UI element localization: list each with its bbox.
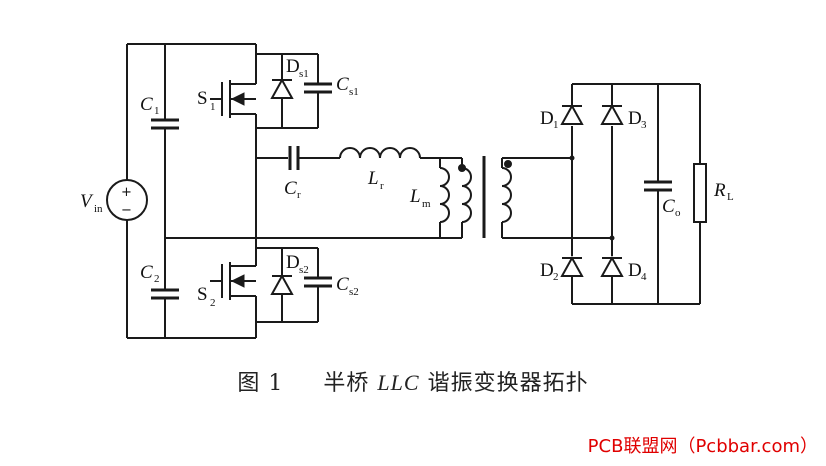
cr-label: C [284, 178, 297, 199]
input-voltage-source: + − V in [80, 44, 148, 338]
resistor-rl: R L [693, 84, 734, 304]
cs1-label: C [336, 74, 349, 95]
d1-label: D [540, 108, 554, 129]
caption-text-llc: LLC [377, 370, 420, 395]
d4-subscript: 4 [641, 271, 647, 283]
d3-subscript: 3 [641, 119, 647, 131]
vin-plus-sign: + [121, 185, 132, 200]
diode-ds1 [270, 54, 294, 128]
c2-subscript: 2 [154, 273, 160, 285]
watermark: PCB联盟网（Pcbbar.com） [587, 436, 818, 457]
snubber-s2: D s2 C s2 [255, 247, 359, 323]
diode-d4: D 4 [600, 255, 647, 283]
capacitor-c1: C 1 [140, 44, 179, 238]
s2-label: S [197, 284, 208, 305]
d2-label: D [540, 260, 554, 281]
d4-label: D [628, 260, 642, 281]
diode-d2: D 2 [540, 255, 584, 283]
vin-minus-sign: − [121, 203, 132, 218]
caption-text-post: 谐振变换器拓扑 [419, 371, 589, 396]
capacitor-cr: C r [284, 146, 340, 201]
ds2-label: D [286, 252, 300, 273]
rl-label: R [713, 180, 726, 201]
snubber-s1: D s1 C s1 [255, 53, 359, 129]
cs2-label: C [336, 274, 349, 295]
diode-d1: D 1 [540, 103, 584, 131]
ds1-label: D [286, 56, 300, 77]
ds2-subscript: s2 [299, 264, 309, 276]
figure-number: 图 1 [237, 371, 284, 396]
s2-subscript: 2 [210, 297, 216, 309]
transformer [440, 156, 612, 239]
cs2-subscript: s2 [349, 286, 359, 298]
lr-label: L [367, 168, 379, 189]
capacitor-cs2 [304, 248, 332, 322]
figure-caption: 图 1 半桥 LLC 谐振变换器拓扑 [0, 365, 826, 397]
s1-label: S [197, 88, 208, 109]
cr-subscript: r [297, 189, 301, 201]
mosfet-s1: S 1 [197, 74, 257, 124]
secondary-dot [504, 160, 512, 168]
d3-label: D [628, 108, 642, 129]
capacitor-co: C o [644, 84, 681, 304]
lm-label: L [409, 186, 421, 207]
diode-ds2 [270, 248, 294, 322]
vin-label: V [80, 191, 94, 212]
inductor-lm: L m [409, 158, 450, 224]
co-subscript: o [675, 207, 681, 219]
s1-subscript: 1 [210, 101, 216, 113]
co-label: C [662, 196, 675, 217]
lm-subscript: m [422, 198, 431, 210]
ds1-subscript: s1 [299, 68, 309, 80]
caption-text-pre: 半桥 [323, 371, 378, 396]
c1-subscript: 1 [154, 105, 160, 117]
cs1-subscript: s1 [349, 86, 359, 98]
rl-subscript: L [727, 191, 734, 203]
primary-dot [458, 164, 466, 172]
d1-subscript: 1 [553, 119, 559, 131]
mosfet-s2: S 2 [197, 248, 257, 309]
lr-subscript: r [380, 180, 384, 192]
c2-label: C [140, 262, 153, 283]
c1-label: C [140, 94, 153, 115]
d2-subscript: 2 [553, 271, 559, 283]
inductor-lr: L r [339, 147, 440, 192]
capacitor-cs1 [304, 54, 332, 128]
diode-d3: D 3 [600, 103, 647, 131]
capacitor-c2: C 2 [140, 238, 179, 338]
vin-subscript: in [94, 203, 103, 215]
